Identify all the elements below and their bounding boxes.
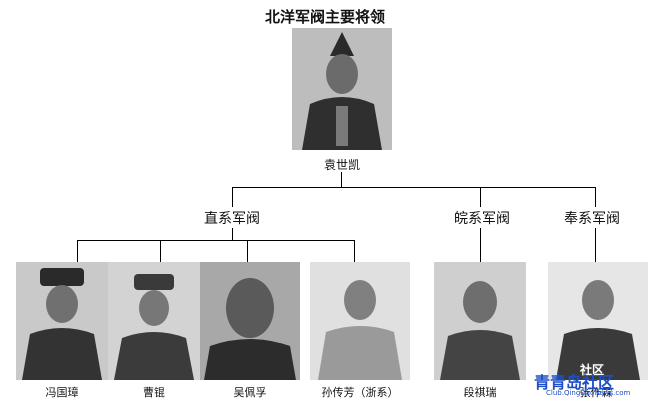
portrait-silhouette [310,262,410,380]
connector-zhili-down [232,187,233,207]
connector-feng-guozhang [77,240,78,262]
portrait-silhouette [548,262,648,380]
group-label-fengtian: 奉系军阀 [564,211,620,227]
photo-zhang-zuolin [548,262,648,380]
photo-cao-kun [108,262,200,380]
caption-zhang-zuolin: 张作霖 [579,386,613,399]
connector-wu-peifu [247,240,248,262]
connector-zhili-label-down [232,228,233,240]
photo-feng-guozhang [16,262,108,380]
connector-fengtian-down [595,187,596,207]
connector-cao-kun [160,240,161,262]
watermark-main-text: 青青岛社区 [534,373,615,392]
caption-feng-guozhang: 冯国璋 [45,386,79,399]
connector-sun-chuanfang [354,240,355,262]
portrait-silhouette [108,262,200,380]
photo-sun-chuanfang [310,262,410,380]
watermark-top-text: 社区 [580,363,605,377]
connector-anhui-down [480,187,481,207]
watermark-logo: 社区 青青岛社区 Club.QingDaoNews.com [524,363,644,399]
photo-duan-qirui [434,262,526,380]
connector-anhui-label-down [480,228,481,262]
caption-duan-qirui: 段祺瑞 [463,386,497,399]
caption-cao-kun: 曹锟 [143,386,165,399]
caption-sun-chuanfang: 孙传芳（浙系） [321,386,399,399]
portrait-silhouette [200,262,300,380]
caption-yuan-shikai: 袁世凯 [323,158,360,172]
photo-wu-peifu [200,262,300,380]
caption-wu-peifu: 吴佩孚 [233,386,267,399]
portrait-silhouette [16,262,108,380]
connector-top-horizontal [232,187,596,188]
group-label-zhili: 直系军阀 [204,211,260,227]
portrait-silhouette [292,28,392,150]
diagram-title: 北洋军阀主要将领 [264,8,385,26]
connector-fengtian-label-down [595,228,596,262]
connector-root-down [341,172,342,188]
photo-yuan-shikai [292,28,392,150]
portrait-silhouette [434,262,526,380]
connector-zhili-horizontal [77,240,355,241]
group-label-anhui: 皖系军阀 [454,211,510,227]
watermark-url: Club.QingDaoNews.com [546,389,631,397]
